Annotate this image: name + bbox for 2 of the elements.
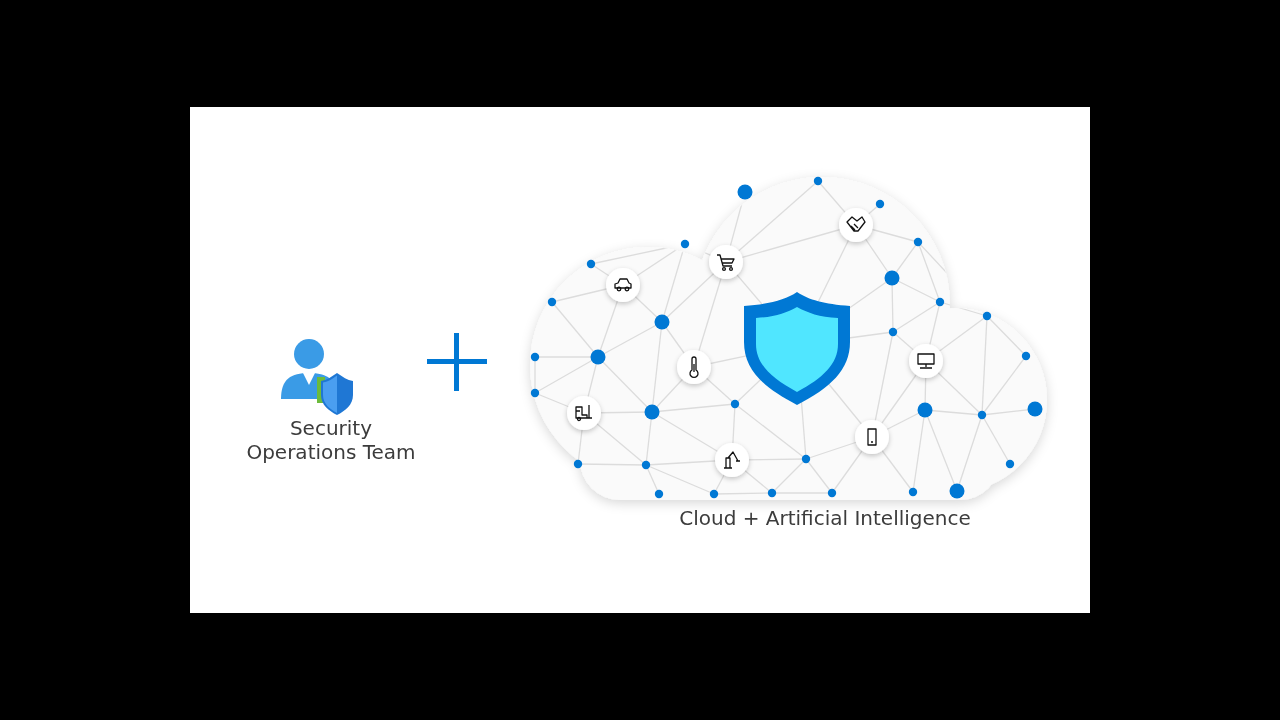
cloud-label: Cloud + Artificial Intelligence	[678, 506, 972, 530]
team-label: Security Operations Team	[245, 416, 417, 464]
